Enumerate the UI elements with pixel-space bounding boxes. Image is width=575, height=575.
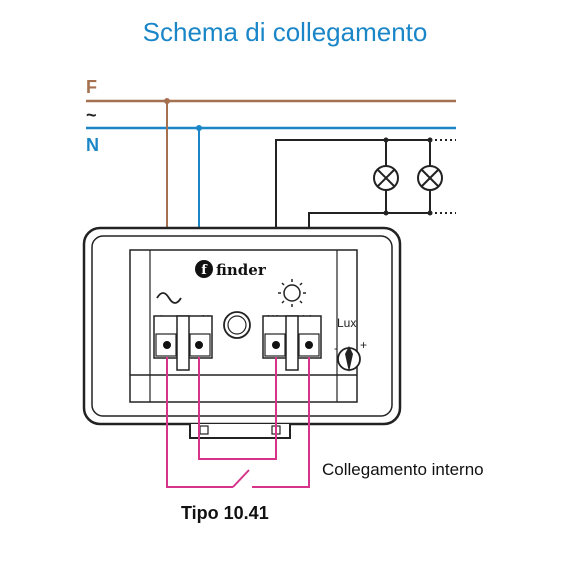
sun-icon: [278, 279, 306, 307]
lamp-icon: [417, 165, 443, 191]
diagram-title: Schema di collegamento: [143, 17, 428, 47]
lux-label: Lux: [337, 316, 356, 330]
type-label: Tipo 10.41: [181, 503, 269, 523]
ac-wave-icon: [156, 292, 182, 304]
terminal-block-left: [153, 315, 213, 371]
internal-connection: [166, 357, 310, 488]
lamp-1-junction-bottom: [383, 210, 389, 216]
terminal-screw: [272, 341, 280, 349]
light-sensor-lens: [223, 311, 251, 339]
terminal-screw: [195, 341, 203, 349]
svg-text:f: f: [201, 263, 208, 278]
neutral-label: N: [86, 135, 99, 155]
lamp-2-junction-bottom: [427, 210, 433, 216]
lamp-2-junction-top: [427, 137, 433, 143]
lux-adjust-knob-icon: [337, 346, 361, 372]
lux-plus-label: +: [360, 338, 367, 352]
brand-name: finder: [216, 261, 267, 279]
terminal-screw: [305, 341, 313, 349]
internal-connection-label: Collegamento interno: [322, 460, 484, 479]
ac-symbol-label: ~: [86, 105, 97, 125]
lamp-1-junction-top: [383, 137, 389, 143]
terminal-block-right: [262, 315, 322, 371]
phase-label: F: [86, 77, 97, 97]
terminal-screw: [163, 341, 171, 349]
lamp-icon: [373, 165, 399, 191]
finder-logo: f finder: [195, 260, 267, 279]
lux-minus-label: -: [334, 341, 338, 355]
